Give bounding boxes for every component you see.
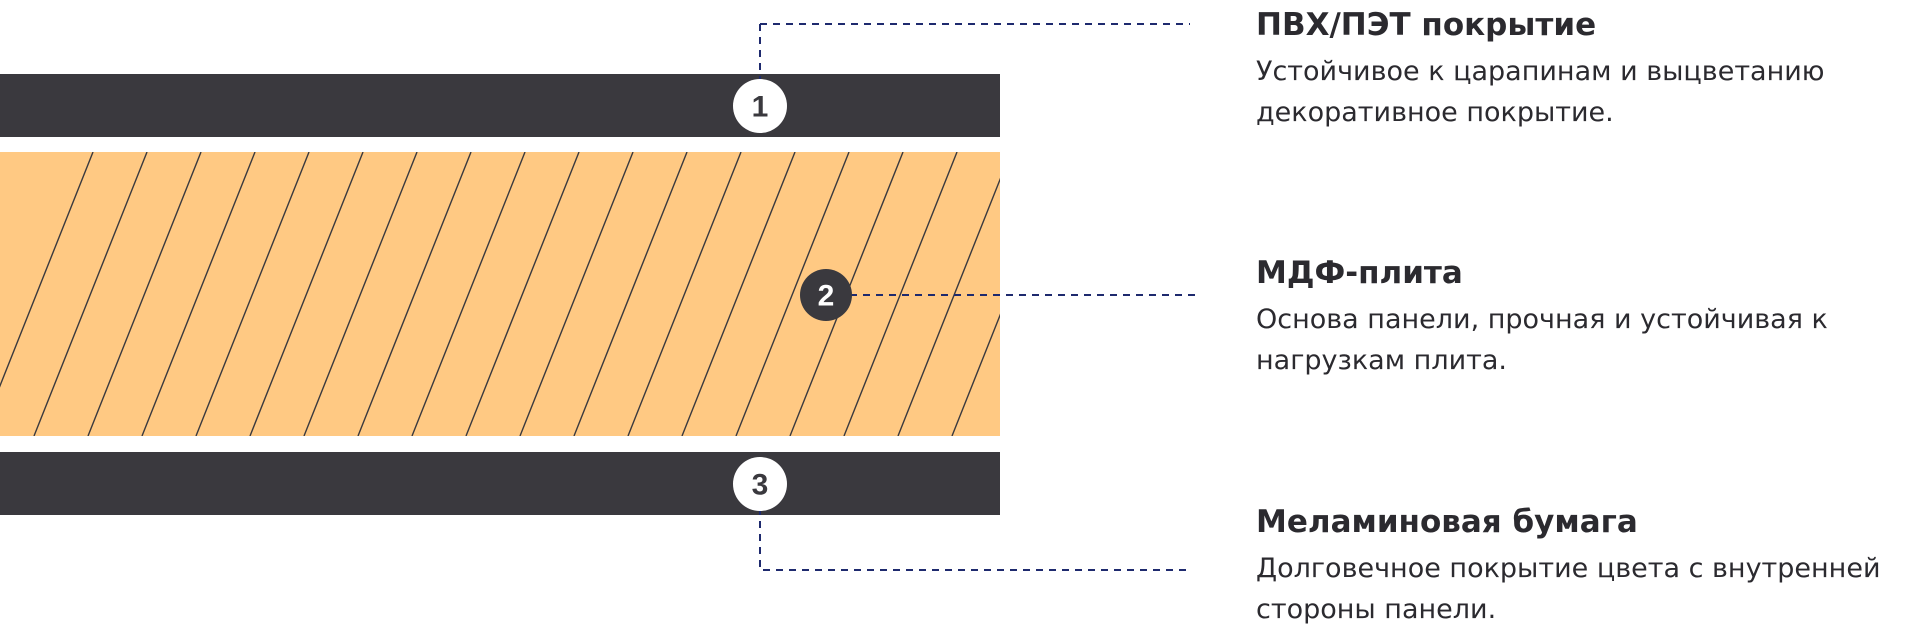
pvc-pet-layer [0,74,1000,137]
callout-description-2-line-2: нагрузкам плита. [1256,345,1507,376]
callout-description-1: Устойчивое к царапинам и выцветанию деко… [1256,51,1896,133]
mdf-hatch-pattern [0,152,1227,436]
callout-description-1-line-1: Устойчивое к царапинам и выцветанию [1256,56,1825,87]
hatch-line [735,152,850,436]
badge-number-1: 1 [752,91,769,124]
callout-description-3-line-1: Долговечное покрытие цвета с внутренней [1256,553,1881,584]
layer-badge-1: 1 [733,79,787,133]
hatch-line [1114,152,1227,436]
callout-melamine: Меламиновая бумага Долговечное покрытие … [1256,500,1896,630]
layer-badge-2: 2 [800,269,852,321]
hatch-line [195,152,310,436]
callout-description-1-line-2: декоративное покрытие. [1256,97,1614,128]
hatch-line [411,152,526,436]
layer-badge-3: 3 [733,457,787,511]
callout-description-2-line-1: Основа панели, прочная и устойчивая к [1256,304,1828,335]
melamine-layer [0,452,1000,515]
callout-pvc-pet: ПВХ/ПЭТ покрытие Устойчивое к царапинам … [1256,3,1896,133]
callout-title-2: МДФ-плита [1256,255,1463,291]
badge-number-3: 3 [752,469,769,502]
hatch-line [141,152,256,436]
hatch-line [303,152,418,436]
hatch-line [33,152,148,436]
hatch-line [519,152,634,436]
hatch-line [681,152,796,436]
callout-title-1: ПВХ/ПЭТ покрытие [1256,7,1597,43]
hatch-line [951,313,1000,436]
hatch-line [357,152,472,436]
hatch-line [627,152,742,436]
callout-description-3-line-2: стороны панели. [1256,594,1497,625]
callout-description-2: Основа панели, прочная и устойчивая к на… [1256,299,1896,381]
callout-description-3: Долговечное покрытие цвета с внутренней … [1256,548,1896,630]
hatch-line [573,152,688,436]
hatch-line [465,152,580,436]
badge-number-2: 2 [818,280,835,313]
hatch-line [87,152,202,436]
hatch-line [249,152,364,436]
hatch-line [0,152,94,388]
hatch-line [843,152,958,436]
callout-mdf: МДФ-плита Основа панели, прочная и устой… [1256,251,1896,381]
callout-title-3: Меламиновая бумага [1256,504,1638,540]
leader-line-3 [759,508,1190,571]
